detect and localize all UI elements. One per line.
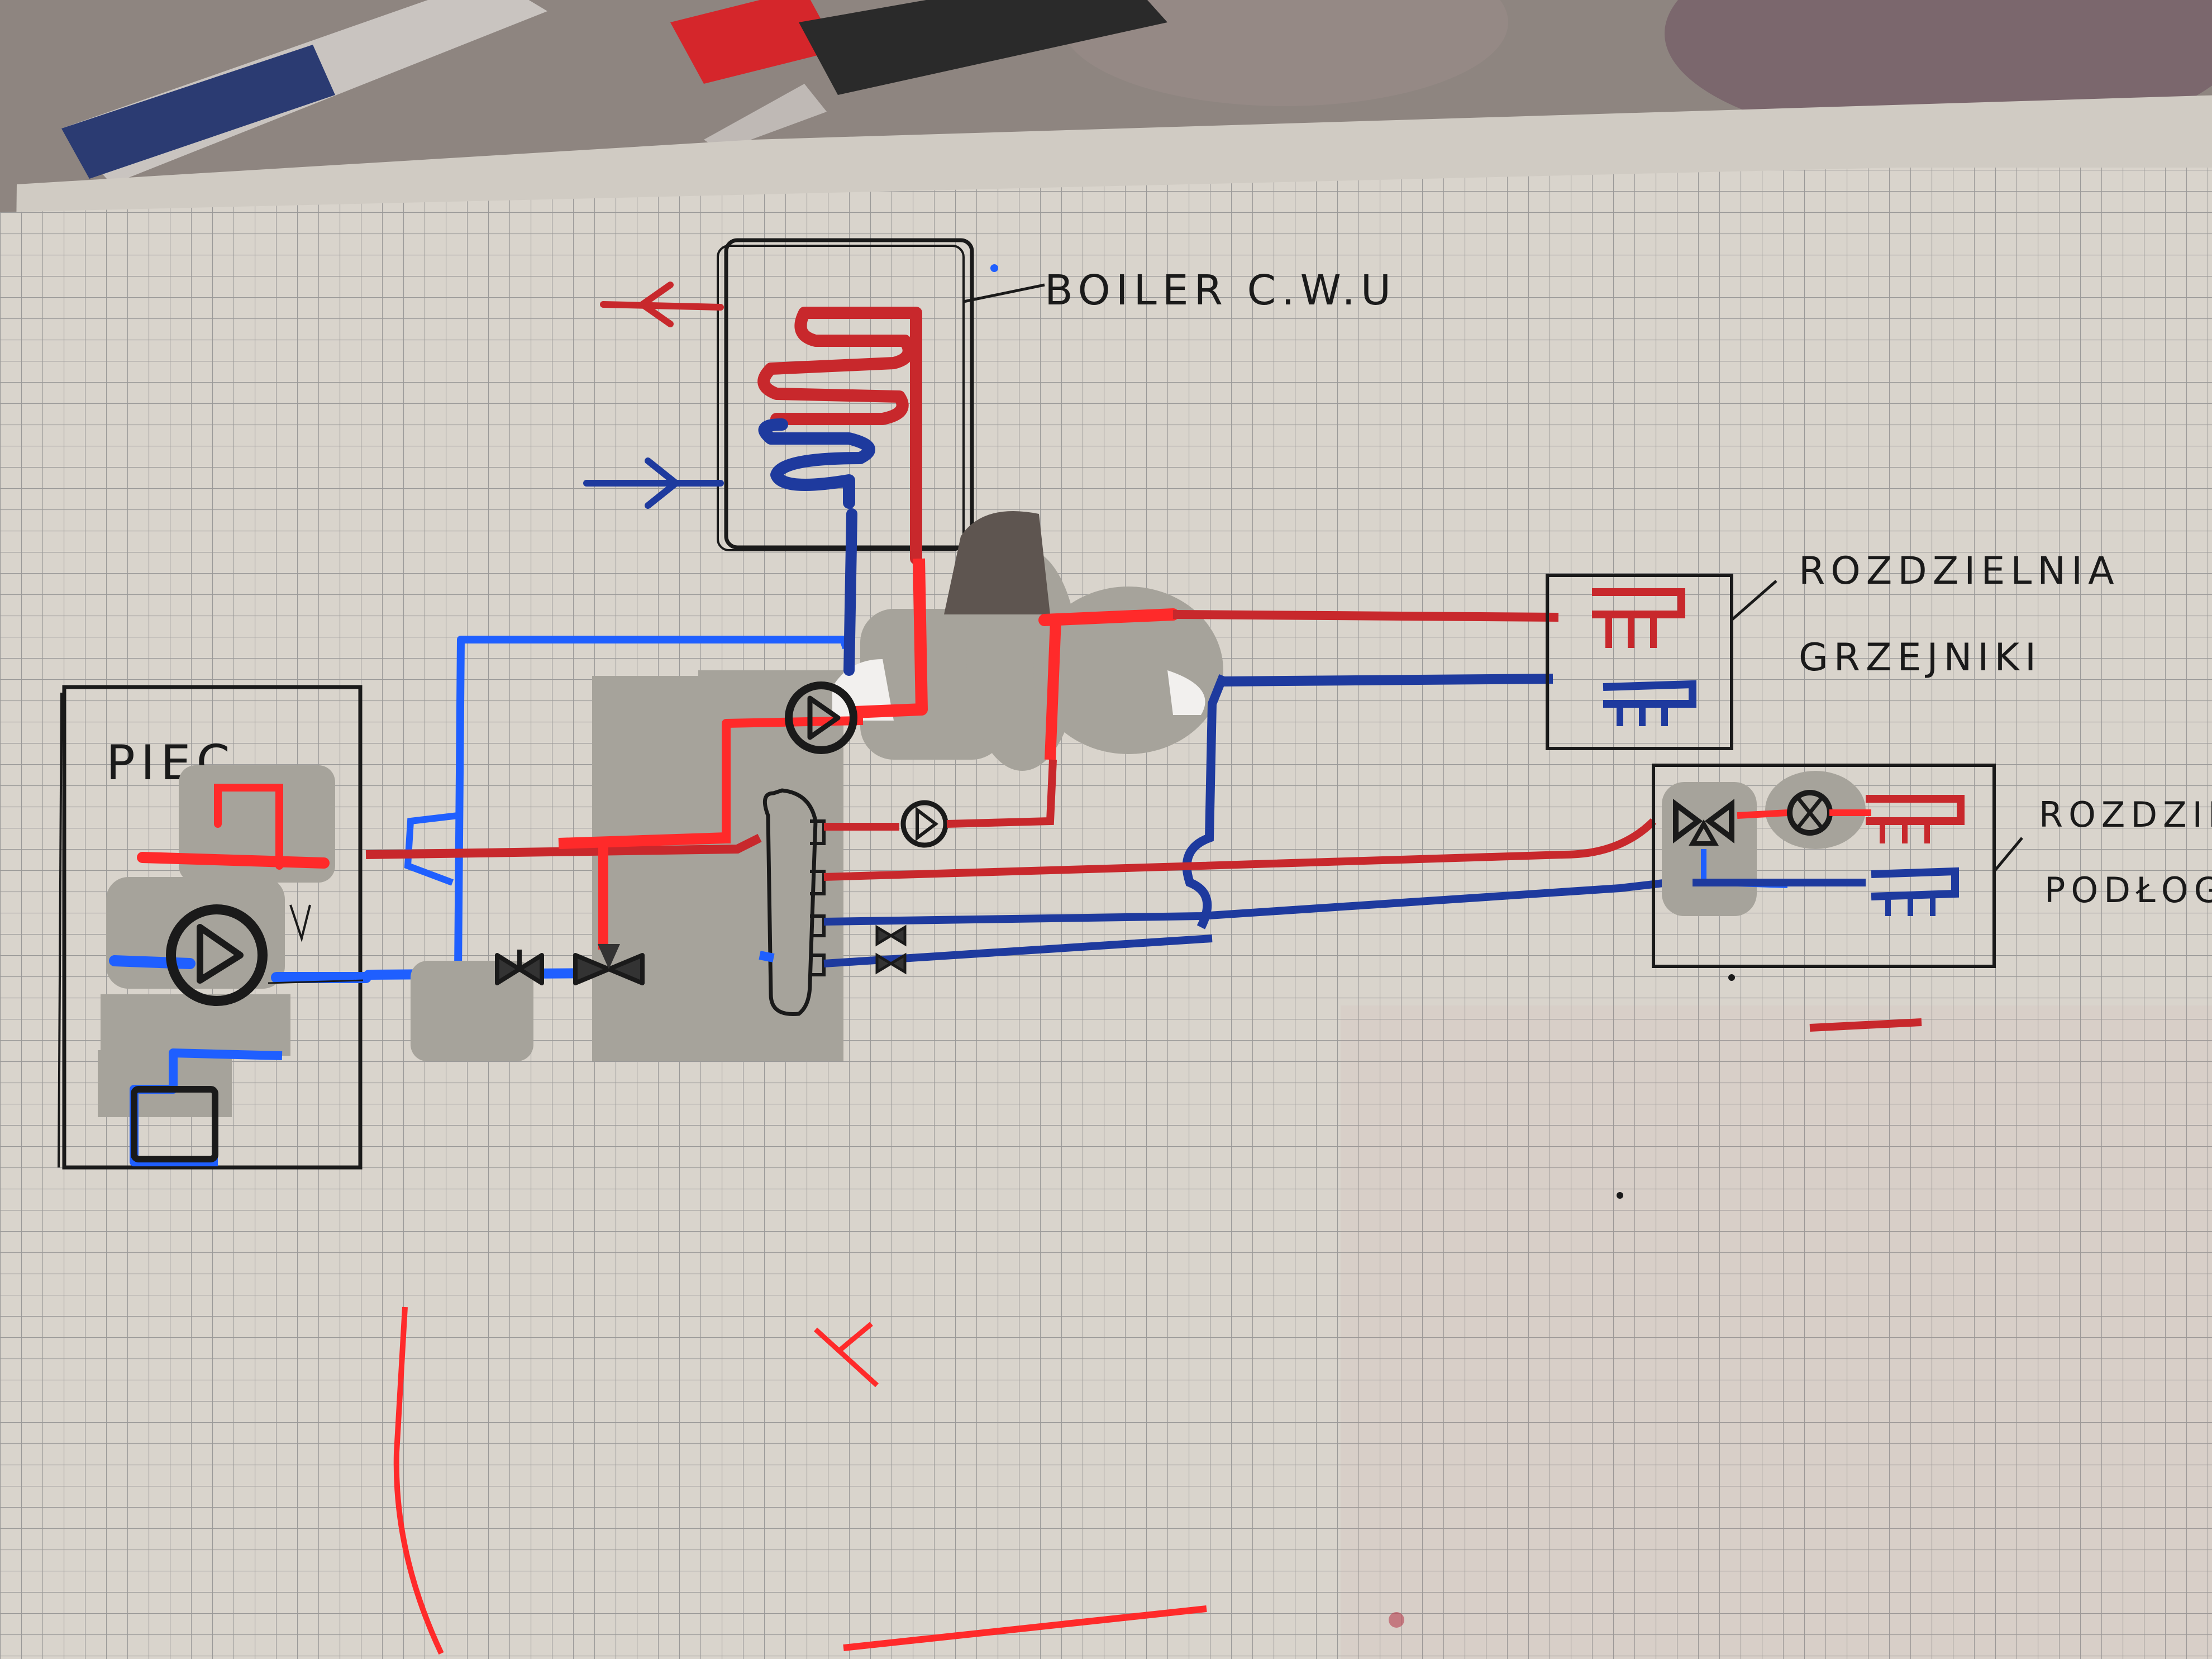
pen-silver (61, 0, 547, 184)
hydraulic-separator (759, 788, 826, 1017)
pump-icon (166, 904, 268, 1006)
radiator-manifold-label-1: ROZDZIELNIA (1799, 549, 2120, 593)
stray-red-stroke (843, 1605, 1207, 1651)
arrow-out-icon (600, 282, 724, 327)
pump-icon (900, 800, 948, 848)
floor-manifold-outline (1652, 764, 1996, 968)
three-way-valve-icon (573, 944, 645, 985)
pen-red (670, 0, 1167, 151)
radiator-manifold: ROZDZIELNIA GRZEJNIKI (1546, 549, 2120, 750)
boiler-label: BOILER C.W.U (1045, 266, 1396, 314)
furnace: PIEC (58, 685, 371, 1170)
radiator-manifold-label-2: GRZEJNIKI (1799, 636, 2042, 680)
valve-icon (495, 950, 544, 985)
radiator-manifold-outline (1546, 574, 1733, 750)
furnace-outline (62, 685, 363, 1170)
arrow-in-icon (583, 457, 724, 509)
boiler-cold-coil (758, 418, 875, 509)
floor-manifold: ROZDZIELN PODŁOG (1652, 764, 2212, 968)
erased-area-dark (944, 511, 1050, 614)
erased-area (592, 676, 704, 1061)
valve-icon (875, 952, 907, 975)
pump-icon (785, 681, 857, 754)
expansion-tank (131, 1086, 218, 1162)
valve-icon (875, 924, 907, 947)
floor-manifold-label-2: PODŁOG (2044, 870, 2212, 910)
boiler: BOILER C.W.U (583, 238, 1396, 565)
stray-red-stroke (813, 1322, 879, 1388)
stray-red-stroke (1809, 1018, 1922, 1032)
three-way-valve-icon (1673, 799, 1734, 846)
floor-manifold-label-1: ROZDZIELN (2039, 794, 2212, 835)
stray-red-stroke (393, 1307, 444, 1655)
boiler-hot-coil (757, 307, 922, 565)
